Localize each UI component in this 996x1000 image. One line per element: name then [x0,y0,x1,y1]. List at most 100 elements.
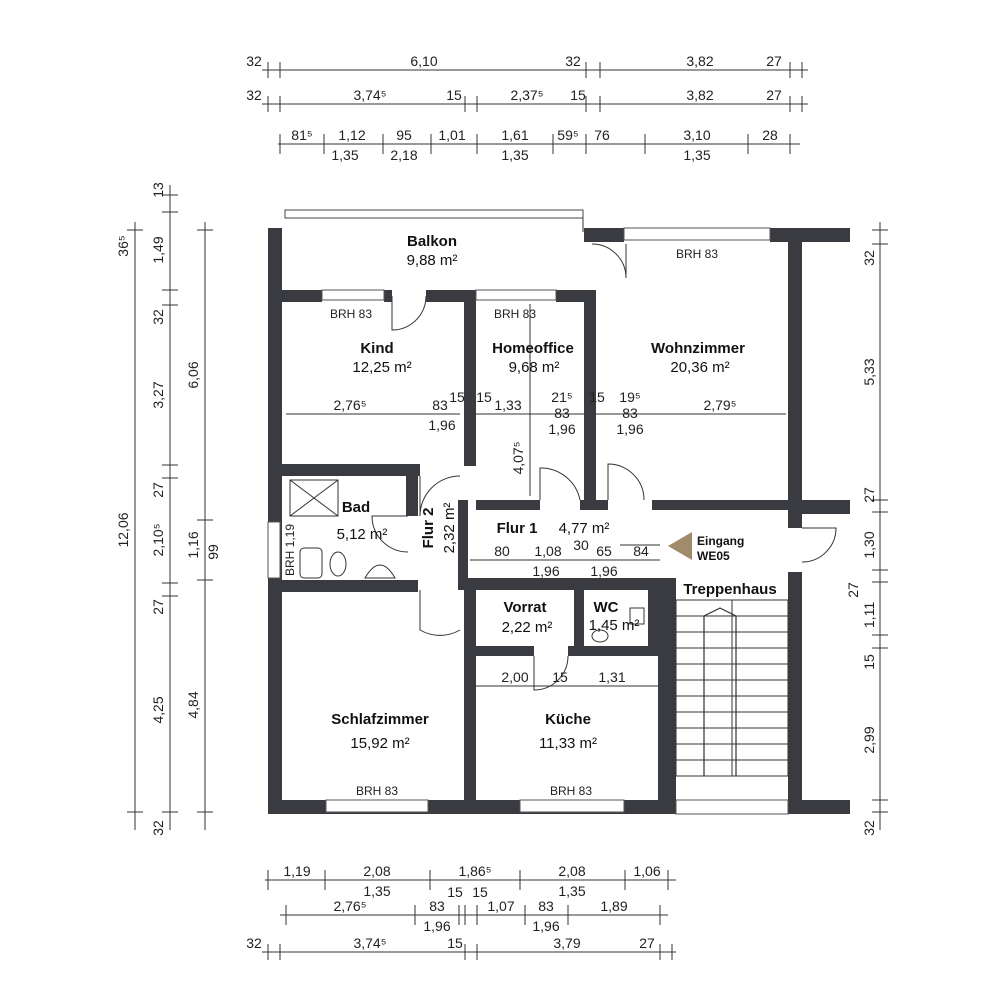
dim-bottom2-4: 1,07 [487,898,514,914]
dim-top1-4: 27 [766,53,782,69]
room-labels: Balkon 9,88 m² Kind 12,25 m² Homeoffice … [331,233,776,752]
dim-bottom2-2: 15 [447,884,463,900]
entry-line2: WE05 [697,549,730,563]
dim-bottom1b-1: 1,35 [558,883,585,899]
dim-top2-5: 3,82 [686,87,713,103]
room-kind-name: Kind [360,340,393,357]
dim-left2-6: 27 [150,599,166,615]
dim-top3b-3: 1,35 [683,147,710,163]
dim-left3-2: 99 [205,544,221,560]
dim-bottom3-0: 32 [246,935,262,951]
dim-bottom1-1: 2,08 [363,863,390,879]
dim-bottom2b-0: 1,96 [423,918,450,934]
wc-basin-icon [629,607,645,625]
room-vorrat-name: Vorrat [503,599,546,616]
dim-top2-2: 15 [446,87,462,103]
home-dim-407: 4,07⁵ [510,441,526,474]
dim-top2-1: 3,74⁵ [353,87,386,103]
dim-right-0: 32 [861,250,877,266]
dim-left3-0: 6,06 [185,361,201,388]
brh-kueche: BRH 83 [550,784,592,798]
dim-bottom3-2: 15 [447,935,463,951]
room-flur2-area: 2,32 m² [441,503,458,554]
dim-bottom2-6: 1,89 [600,898,627,914]
flur-dim-196b: 1,96 [590,563,617,579]
window-homeoffice [475,289,557,301]
room-schlafzimmer-area: 15,92 m² [350,735,409,752]
dim-left2-7: 4,25 [150,696,166,723]
room-bad-area: 5,12 m² [337,526,388,543]
home-dim-83: 83 [554,405,570,421]
kind-dim-196: 1,96 [428,417,455,433]
entry-arrow-icon [668,532,692,560]
dim-bottom2b-1: 1,96 [532,918,559,934]
kind-dim-width: 2,76⁵ [333,397,366,413]
room-wc-area: 1,45 m² [589,617,640,634]
room-wohnzimmer-area: 20,36 m² [670,359,729,376]
window-schlafzimmer [325,799,429,813]
window-bad [267,521,281,579]
dim-right-7: 2,99 [861,726,877,753]
wohn-dim-279: 2,79⁵ [703,397,736,413]
right-dimensions: 32 5,33 27 1,30 27 1,11 15 2,99 32 [845,222,888,836]
bottom-dimensions: 1,19 2,08 1,86⁵ 2,08 1,06 1,35 1,35 2,76… [246,863,676,960]
window-treppenhaus [675,799,789,815]
dim-top3-3: 1,01 [438,127,465,143]
dim-top3-0: 81⁵ [291,127,312,143]
dim-top2-3: 2,37⁵ [510,87,543,103]
toilet-icon [329,551,347,577]
brh-homeoffice: BRH 83 [494,307,536,321]
kueche-dim-15: 15 [552,669,568,685]
windows [267,227,789,815]
dim-bottom1-0: 1,19 [283,863,310,879]
flur-dim-65: 65 [596,543,612,559]
window-kind [321,289,385,301]
flur-dim-108: 1,08 [534,543,561,559]
room-balkon-name: Balkon [407,233,457,250]
room-balkon-area: 9,88 m² [407,252,458,269]
dim-bottom2-3: 15 [472,884,488,900]
room-wohnzimmer-name: Wohnzimmer [651,340,745,357]
dim-top1-2: 32 [565,53,581,69]
room-flur2-name: Flur 2 [420,508,437,549]
interior-dimensions: 15 2,76⁵ 83 1,96 15 1,33 21⁵ 83 1,96 4,0… [286,304,786,687]
brh-kind: BRH 83 [330,307,372,321]
wohn-dim-19: 19⁵ [619,389,640,405]
room-bad-name: Bad [342,499,370,516]
dim-right-5: 1,11 [861,602,877,628]
dim-left3-1: 1,16 [185,531,201,558]
room-treppenhaus-name: Treppenhaus [683,581,776,598]
room-flur1-area: 4,77 m² [559,520,610,537]
balcony-railing [284,209,584,232]
dim-bottom2-5: 83 [538,898,554,914]
dim-right-1: 5,33 [861,358,877,385]
wc-toilet-icon [591,629,609,643]
dim-bottom1-2: 1,86⁵ [458,863,491,879]
left-dimensions: 36⁵ 12,06 13 1,49 32 3,27 27 2,10⁵ 27 4,… [115,182,221,836]
dim-top1-1: 6,10 [410,53,437,69]
window-kueche [519,799,625,813]
room-homeoffice-area: 9,68 m² [509,359,560,376]
wohn-dim-196: 1,96 [616,421,643,437]
dim-right-3: 1,30 [861,531,877,558]
dim-top3-7: 3,10 [683,127,710,143]
brh-labels: BRH 83 BRH 83 BRH 83 BRH 83 BRH 83 BRH 1… [283,247,718,798]
wohn-dim-83: 83 [622,405,638,421]
washbasin-icon [364,564,396,579]
flur-dim-196a: 1,96 [532,563,559,579]
dim-top2-0: 32 [246,87,262,103]
dim-top3-2: 95 [396,127,412,143]
dim-bottom1-4: 1,06 [633,863,660,879]
room-kueche-area: 11,33 m² [539,735,597,752]
brh-schlafzimmer: BRH 83 [356,784,398,798]
dim-right-8: 32 [861,820,877,836]
door-swings [371,243,837,691]
staircase [675,599,789,777]
dim-right-2: 27 [861,487,877,503]
home-dim-196: 1,96 [548,421,575,437]
room-flur1-name: Flur 1 [497,520,538,537]
wohn-dim-15: 15 [589,389,605,405]
dim-top3-4: 1,61 [501,127,528,143]
dim-left3-3: 4,84 [185,691,201,718]
